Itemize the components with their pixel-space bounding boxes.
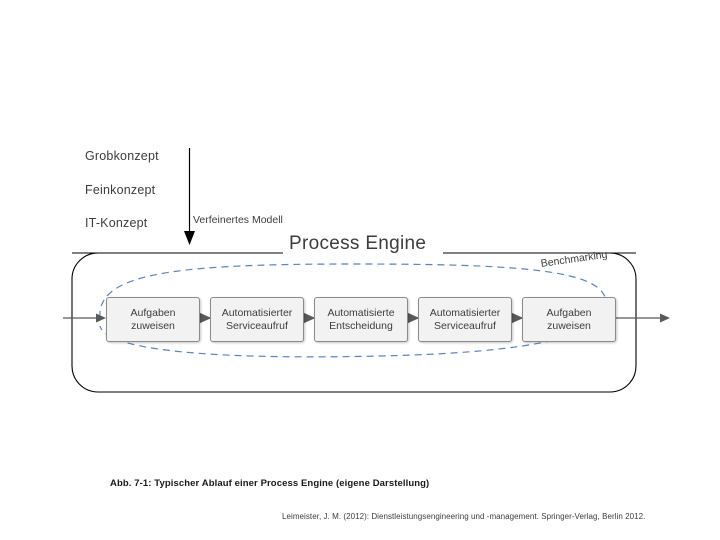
process-step-box: Automatisierter Serviceaufruf — [418, 297, 512, 342]
process-step-box: Automatisierte Entscheidung — [314, 297, 408, 342]
input-arrow-head — [96, 313, 106, 323]
process-step-line2: Entscheidung — [329, 319, 393, 332]
refinement-arrow-head — [184, 231, 195, 245]
process-step-line2: Serviceaufruf — [434, 319, 496, 332]
process-step-line1: Aufgaben — [130, 306, 176, 319]
label-grobkonzept: Grobkonzept — [85, 149, 159, 163]
process-step-box: Aufgaben zuweisen — [106, 297, 200, 342]
label-verfeinertes-modell: Verfeinertes Modell — [193, 214, 283, 226]
label-benchmarking: Benchmarking — [540, 248, 609, 270]
page-title: Process Engine — [289, 233, 427, 254]
step-connector-arrow-3 — [407, 312, 420, 324]
step-connector-arrow-1 — [199, 312, 212, 324]
process-step-line2: zuweisen — [131, 319, 175, 332]
label-feinkonzept: Feinkonzept — [85, 183, 156, 197]
figure-caption: Abb. 7-1: Typischer Ablauf einer Process… — [110, 478, 430, 489]
process-step-line1: Automatisierter — [221, 306, 293, 319]
output-arrow-head — [660, 313, 670, 323]
step-connector-arrow-4 — [511, 312, 524, 324]
process-step-line1: Aufgaben — [546, 306, 592, 319]
label-it-konzept: IT-Konzept — [85, 216, 148, 230]
process-step-line2: zuweisen — [547, 319, 591, 332]
process-step-box: Automatisierter Serviceaufruf — [210, 297, 304, 342]
process-step-line2: Serviceaufruf — [226, 319, 288, 332]
process-step-box: Aufgaben zuweisen — [522, 297, 616, 342]
process-step-line1: Automatisierte — [327, 306, 395, 319]
process-step-line1: Automatisierter — [429, 306, 501, 319]
step-connector-arrow-2 — [303, 312, 316, 324]
source-citation: Leimeister, J. M. (2012): Dienstleistung… — [282, 512, 646, 521]
